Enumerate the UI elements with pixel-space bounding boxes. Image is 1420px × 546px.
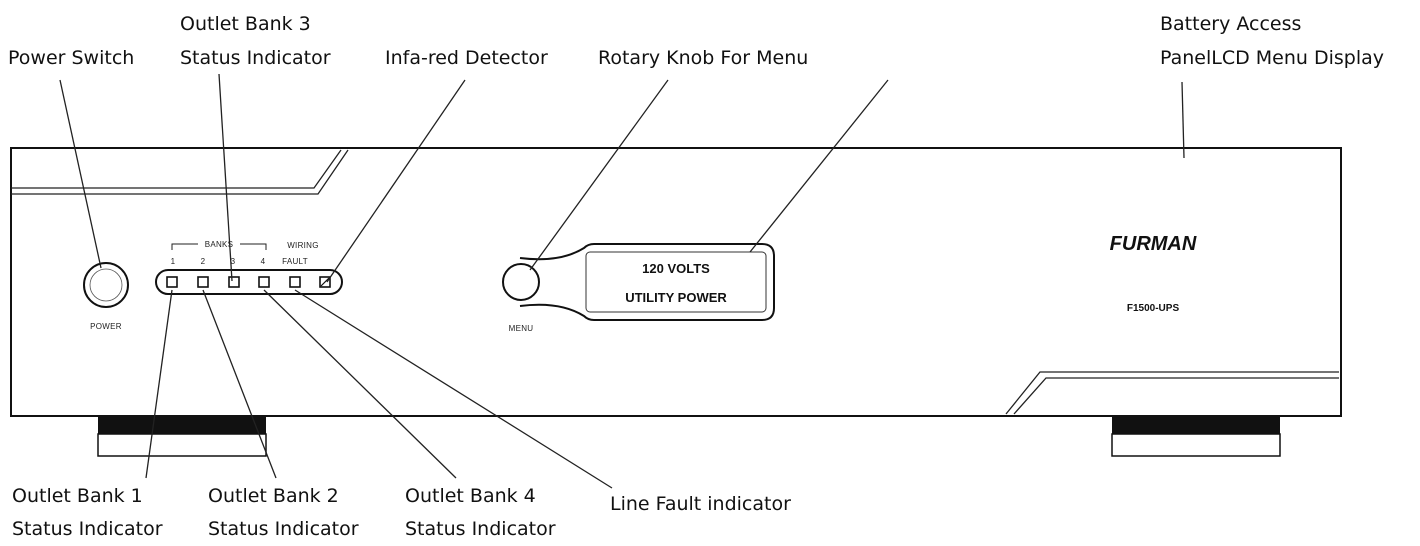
lcd-line-2: UTILITY POWER [625, 290, 727, 305]
callout-battery-line2: PanelLCD Menu Display [1160, 47, 1384, 69]
bank-1-led [166, 276, 178, 288]
infrared-detector [319, 276, 331, 288]
leader-infrared [326, 79, 466, 283]
power-label: POWER [90, 322, 122, 331]
bottom-right-bevel [1005, 371, 1339, 415]
power-switch[interactable] [83, 262, 129, 308]
left-foot [97, 416, 267, 457]
model-number: F1500-UPS [1127, 303, 1180, 314]
fault-label: FAULT [282, 257, 308, 266]
callout-power-switch: Power Switch [8, 47, 134, 69]
callout-battery-line1: Battery Access [1160, 13, 1301, 35]
leader-outlet-bank-1 [145, 289, 173, 479]
callout-outlet-bank-3-line2: Status Indicator [180, 47, 331, 69]
banks-bracket [171, 243, 267, 250]
leader-rotary-knob [529, 79, 669, 271]
bank-number-2: 2 [201, 257, 206, 266]
rotary-menu-knob[interactable] [502, 263, 540, 301]
callout-rotary-knob: Rotary Knob For Menu [598, 47, 808, 69]
led-strip [155, 269, 343, 295]
callout-outlet-bank-4-line2: Status Indicator [405, 518, 556, 540]
bank-number-4: 4 [261, 257, 266, 266]
callout-outlet-bank-2-line1: Outlet Bank 2 [208, 485, 339, 507]
callout-outlet-bank-2-line2: Status Indicator [208, 518, 359, 540]
menu-label: MENU [509, 324, 534, 333]
callout-outlet-bank-1-line2: Status Indicator [12, 518, 163, 540]
leader-power-switch [59, 79, 102, 269]
leader-lines [59, 73, 1185, 489]
callout-outlet-bank-4-line1: Outlet Bank 4 [405, 485, 536, 507]
callout-line-fault: Line Fault indicator [610, 493, 791, 515]
leader-line-fault [294, 289, 613, 489]
brand-logo: FURMAN [1110, 233, 1197, 255]
bank-4-led [258, 276, 270, 288]
line-fault-led [289, 276, 301, 288]
top-left-bevel [11, 149, 349, 195]
wiring-label: WIRING [287, 241, 319, 250]
bank-2-led [197, 276, 209, 288]
lcd-line-1: 120 VOLTS [642, 261, 710, 276]
callout-outlet-bank-3-line1: Outlet Bank 3 [180, 13, 311, 35]
banks-label: BANKS [205, 240, 234, 249]
leader-outlet-bank-2 [202, 289, 277, 479]
lcd-screen [585, 251, 767, 313]
bank-number-1: 1 [171, 257, 176, 266]
right-foot [1111, 416, 1281, 457]
leader-outlet-bank-4 [263, 289, 457, 479]
leader-lcd [749, 79, 889, 253]
callout-infrared-detector: Infa-red Detector [385, 47, 548, 69]
callout-outlet-bank-1-line1: Outlet Bank 1 [12, 485, 143, 507]
bank-number-3: 3 [231, 257, 236, 266]
leader-outlet-bank-3 [218, 73, 233, 282]
leader-battery [1181, 81, 1185, 159]
bank-3-led [228, 276, 240, 288]
